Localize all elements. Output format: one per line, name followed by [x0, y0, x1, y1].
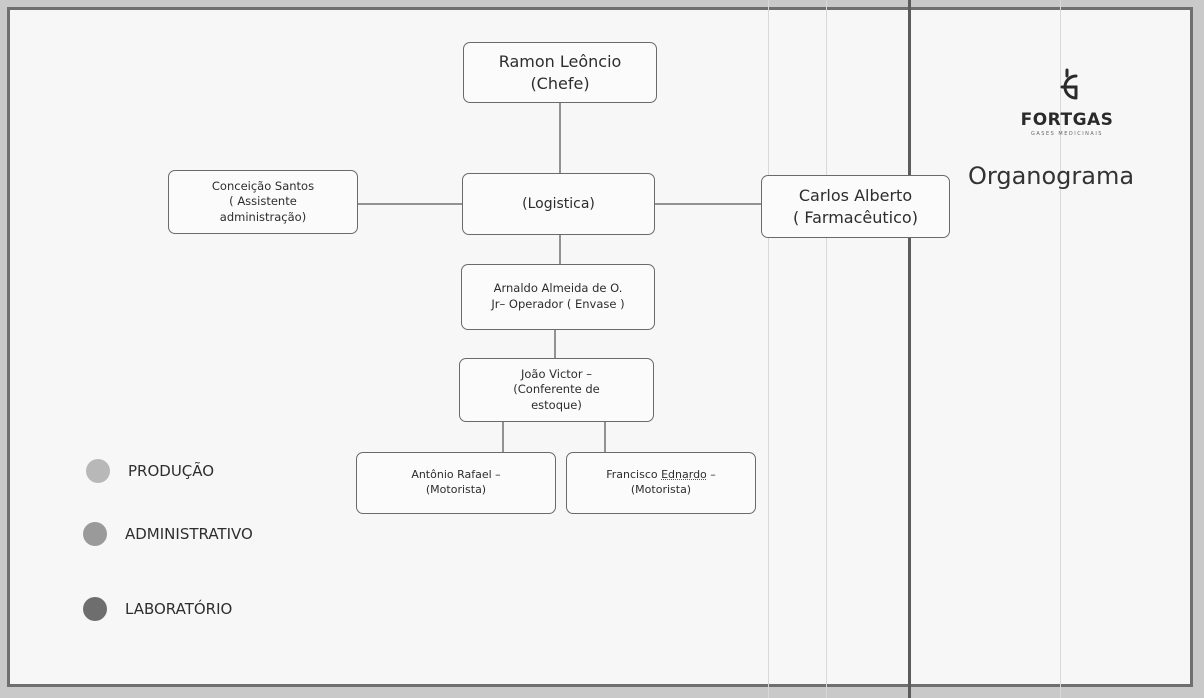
- node-motorista-1-role: (Motorista): [425, 483, 487, 496]
- legend-item-producao: PRODUÇÃO: [86, 459, 214, 483]
- node-conferente-role: (Conferente de: [513, 382, 600, 397]
- legend-item-administrativo: ADMINISTRATIVO: [83, 522, 253, 546]
- fortgas-logo-icon: [1060, 68, 1078, 100]
- scan-artifact-line: [768, 0, 769, 698]
- node-chefe-role: (Chefe): [530, 73, 590, 93]
- node-conferente-name: João Victor –: [521, 366, 592, 381]
- node-motorista-1-name: Antônio Rafael –: [411, 468, 501, 482]
- node-motorista-1: Antônio Rafael – (Motorista): [356, 452, 556, 514]
- node-motorista-2-dash: –: [706, 468, 716, 482]
- scan-artifact-line: [1060, 0, 1061, 698]
- fortgas-logo: FORTGAS GASES MEDICINAIS: [1003, 68, 1131, 137]
- legend-dot-laboratorio: [83, 597, 107, 621]
- node-farmaceutico-role: ( Farmacêutico): [793, 207, 918, 227]
- node-farmaceutico-name: Carlos Alberto: [798, 185, 913, 205]
- node-logistica: (Logistica): [462, 173, 655, 235]
- legend-item-laboratorio: LABORATÓRIO: [83, 597, 232, 621]
- page-title: Organograma: [968, 162, 1135, 190]
- legend-label-producao: PRODUÇÃO: [128, 462, 215, 480]
- node-assistente-role: ( Assistente: [229, 194, 297, 209]
- legend-dot-producao: [86, 459, 110, 483]
- node-assistente-name: Conceição Santos: [211, 178, 315, 193]
- legend-label-laboratorio: LABORATÓRIO: [125, 600, 233, 618]
- node-assistente-role-cont: administração): [219, 209, 307, 224]
- node-motorista-2-first-name: Francisco: [606, 468, 662, 482]
- node-assistente: Conceição Santos ( Assistente administra…: [168, 170, 358, 234]
- node-operador-name: Arnaldo Almeida de O.: [493, 281, 623, 296]
- fortgas-logo-subtitle: GASES MEDICINAIS: [1031, 131, 1103, 137]
- node-motorista-2: Francisco Ednardo – (Motorista): [566, 452, 756, 514]
- node-chefe-name: Ramon Leôncio: [498, 51, 622, 71]
- node-motorista-2-name: Francisco Ednardo –: [606, 468, 716, 483]
- node-farmaceutico: Carlos Alberto ( Farmacêutico): [761, 175, 950, 238]
- legend-dot-administrativo: [83, 522, 107, 546]
- node-motorista-2-role: (Motorista): [630, 483, 692, 496]
- node-conferente: João Victor – (Conferente de estoque): [459, 358, 654, 422]
- scan-artifact-stripe: [908, 0, 911, 698]
- scan-artifact-line: [826, 0, 827, 698]
- node-logistica-label: (Logistica): [522, 195, 595, 212]
- legend-label-administrativo: ADMINISTRATIVO: [125, 525, 253, 543]
- node-chefe: Ramon Leôncio (Chefe): [463, 42, 657, 103]
- node-operador-role: Jr– Operador ( Envase ): [491, 297, 625, 311]
- node-operador: Arnaldo Almeida de O. Jr– Operador ( Env…: [461, 264, 655, 330]
- node-conferente-role-cont: estoque): [531, 397, 582, 412]
- node-motorista-2-surname: Ednardo: [661, 468, 707, 482]
- org-chart-page: [7, 7, 1193, 687]
- fortgas-logo-name: FORTGAS: [1020, 110, 1114, 130]
